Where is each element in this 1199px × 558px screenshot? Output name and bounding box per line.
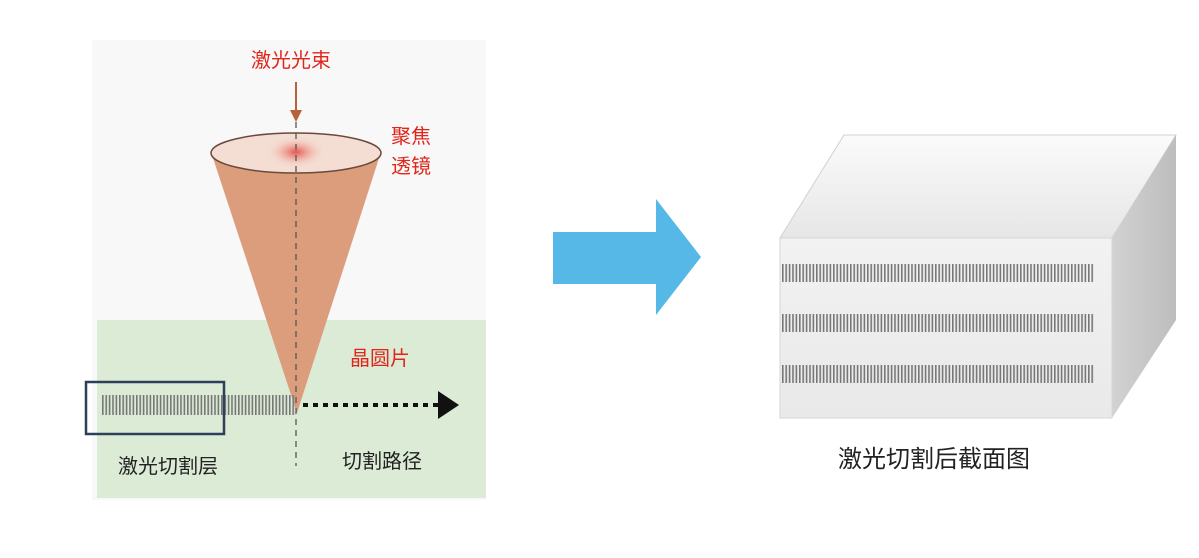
focus-cone [211,152,381,413]
block-side-face [1112,135,1176,418]
cut-layer-row-2 [782,314,1094,332]
block-top-face [779,134,1177,239]
cut-layer-bars [102,395,296,415]
beam-arrowhead [290,110,302,122]
wafer-label: 晶圆片 [350,346,410,370]
beam-label: 激光光束 [251,48,331,72]
cut-path-label: 切割路径 [342,449,422,473]
cut-path-arrowhead [438,391,459,419]
lens-focus-spot [266,136,326,168]
cut-layer-highlight-box [84,380,226,436]
lens-label-line1: 聚焦 [391,124,431,148]
cut-layer-row-3 [782,365,1094,383]
lens-label-line2: 透镜 [391,154,431,178]
cross-section-caption: 激光切割后截面图 [838,445,1030,473]
cut-layer-label: 激光切割层 [118,454,218,478]
transition-arrow [553,199,701,315]
cut-layer-row-1 [782,264,1094,282]
